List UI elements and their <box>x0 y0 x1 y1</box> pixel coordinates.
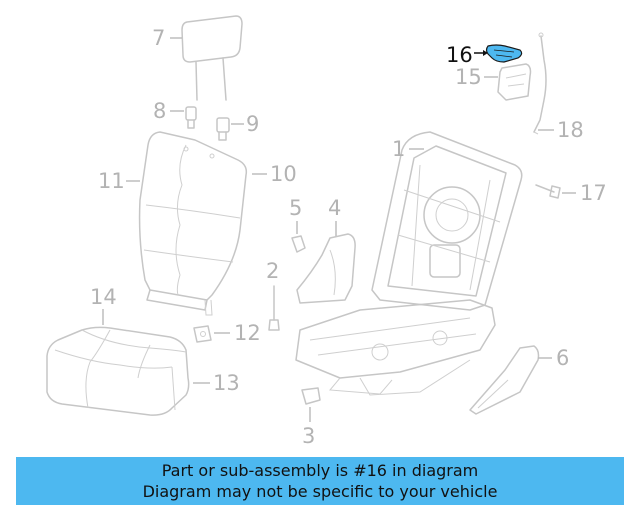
side-trim-part <box>296 233 356 304</box>
cap-part <box>301 387 321 405</box>
callout-11: 11 <box>98 169 125 193</box>
seat-cushion-part <box>46 326 190 416</box>
callout-17: 17 <box>580 181 607 205</box>
headrest-part <box>181 15 243 101</box>
callout-18: 18 <box>557 118 584 142</box>
banner-line-1: Part or sub-assembly is #16 in diagram <box>161 461 479 480</box>
callout-2: 2 <box>266 259 279 283</box>
callout-5: 5 <box>289 196 302 220</box>
info-banner: Part or sub-assembly is #16 in diagram D… <box>16 457 624 505</box>
side-cover-part <box>469 345 540 415</box>
release-cable-part <box>533 32 547 135</box>
callout-14: 14 <box>90 285 117 309</box>
bolt-17-part <box>535 184 561 199</box>
callout-9: 9 <box>246 112 259 136</box>
callout-3: 3 <box>302 424 315 448</box>
parts-diagram: 7 8 9 11 10 14 13 12 <box>46 15 607 448</box>
seat-back-cover-part <box>138 131 248 316</box>
callout-4: 4 <box>328 196 341 220</box>
callout-1: 1 <box>392 137 405 161</box>
bracket-part <box>193 325 212 343</box>
banner-line-2: Diagram may not be specific to your vehi… <box>142 482 498 501</box>
callout-13: 13 <box>213 371 240 395</box>
callout-12: 12 <box>234 321 261 345</box>
callout-15: 15 <box>455 65 482 89</box>
callout-6: 6 <box>556 346 569 370</box>
callout-16: 16 <box>446 43 473 67</box>
bolt-part <box>268 285 280 331</box>
release-housing-part <box>497 63 532 101</box>
headrest-guide-part <box>185 106 230 141</box>
highlighted-part-16 <box>485 44 523 63</box>
clip-part <box>291 235 306 253</box>
seat-frame-part <box>295 131 523 396</box>
callout-7: 7 <box>152 26 165 50</box>
callout-10: 10 <box>270 162 297 186</box>
callout-8: 8 <box>153 99 166 123</box>
